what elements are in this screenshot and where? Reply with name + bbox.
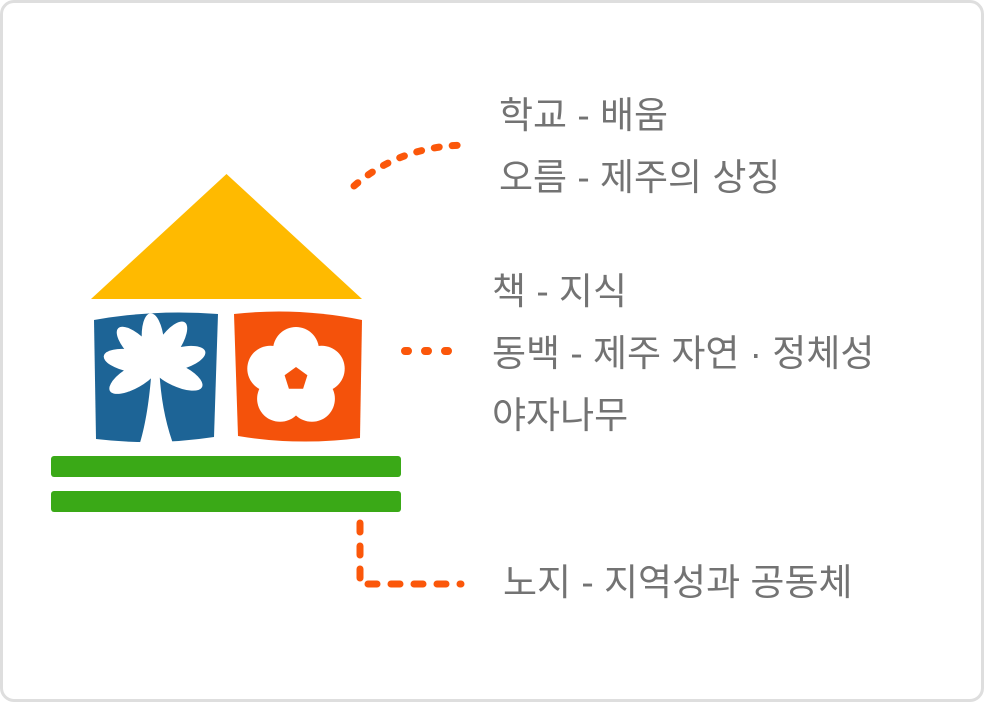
annotation-panels-line-3: 야자나무: [492, 395, 629, 436]
roof-triangle-shape: [91, 174, 362, 299]
connector-lines: [350, 141, 473, 588]
annotation-panels: 책 - 지식 동백 - 제주 자연 · 정체성 야자나무: [492, 261, 874, 447]
annotation-ground-line-1: 노지 - 지역성과 공동체: [503, 562, 853, 603]
logo-graphic: [51, 141, 473, 588]
ground-bars: [51, 456, 401, 512]
connector-ground-line: [356, 519, 465, 588]
annotation-panels-line-1: 책 - 지식: [492, 271, 628, 312]
ground-bar-bottom: [51, 491, 401, 512]
annotation-ground: 노지 - 지역성과 공동체: [503, 552, 853, 614]
annotation-roof: 학교 - 배움 오름 - 제주의 상징: [499, 85, 780, 209]
flower-center-shape: [284, 367, 308, 389]
annotation-roof-line-2: 오름 - 제주의 상징: [499, 157, 781, 198]
annotation-roof-line-1: 학교 - 배움: [499, 95, 669, 136]
camellia-flower-icon: [247, 327, 345, 422]
ground-bar-top: [51, 456, 401, 477]
palm-trunk-shape: [138, 363, 175, 449]
palm-tree-icon: [103, 313, 206, 449]
annotation-panels-line-2: 동백 - 제주 자연 · 정체성: [492, 333, 875, 374]
connector-roof-line: [350, 141, 473, 190]
